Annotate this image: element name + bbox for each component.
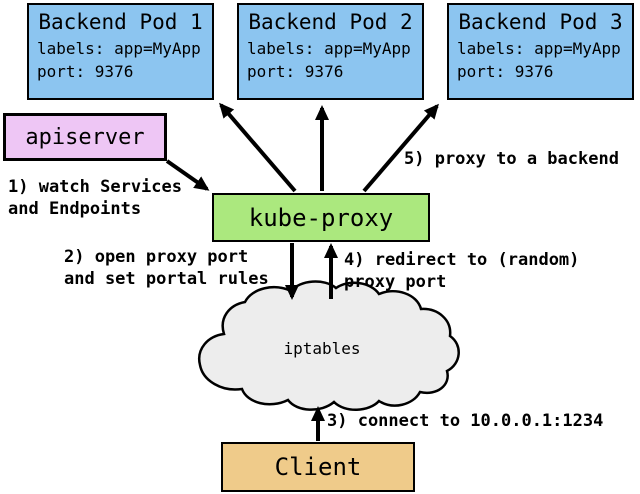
pod-title: Backend Pod 2 <box>248 10 413 34</box>
kube-proxy-label: kube-proxy <box>248 203 394 232</box>
client-node: Client <box>221 442 415 492</box>
annotation-step1-watch-services: 1) watch Services and Endpoints <box>8 177 182 219</box>
backend-pod-3-node: Backend Pod 3 labels: app=MyApp port: 93… <box>447 3 634 100</box>
iptables-label: iptables <box>283 339 361 358</box>
pod-labels: labels: app=MyApp <box>37 39 201 58</box>
kube-proxy-node: kube-proxy <box>212 193 430 242</box>
pod-port: port: 9376 <box>457 62 554 81</box>
annotation-step4-redirect: 4) redirect to (random) proxy port <box>344 250 580 292</box>
client-label: Client <box>274 453 362 481</box>
pod-labels: labels: app=MyApp <box>247 39 411 58</box>
pod-labels: labels: app=MyApp <box>457 39 621 58</box>
apiserver-label: apiserver <box>25 124 145 150</box>
backend-pod-1-node: Backend Pod 1 labels: app=MyApp port: 93… <box>27 3 214 100</box>
arrow-proxy-to-pod1 <box>219 102 297 193</box>
annotation-step2-open-proxy-port: 2) open proxy port and set portal rules <box>64 247 269 289</box>
pod-port: port: 9376 <box>247 62 344 81</box>
pod-title: Backend Pod 1 <box>38 10 203 34</box>
annotation-step3-connect: 3) connect to 10.0.0.1:1234 <box>327 411 604 431</box>
annotation-step5-proxy-backend: 5) proxy to a backend <box>404 149 619 169</box>
pod-title: Backend Pod 3 <box>458 10 623 34</box>
pod-port: port: 9376 <box>37 62 134 81</box>
apiserver-node: apiserver <box>3 113 167 161</box>
backend-pod-2-node: Backend Pod 2 labels: app=MyApp port: 93… <box>237 3 424 100</box>
